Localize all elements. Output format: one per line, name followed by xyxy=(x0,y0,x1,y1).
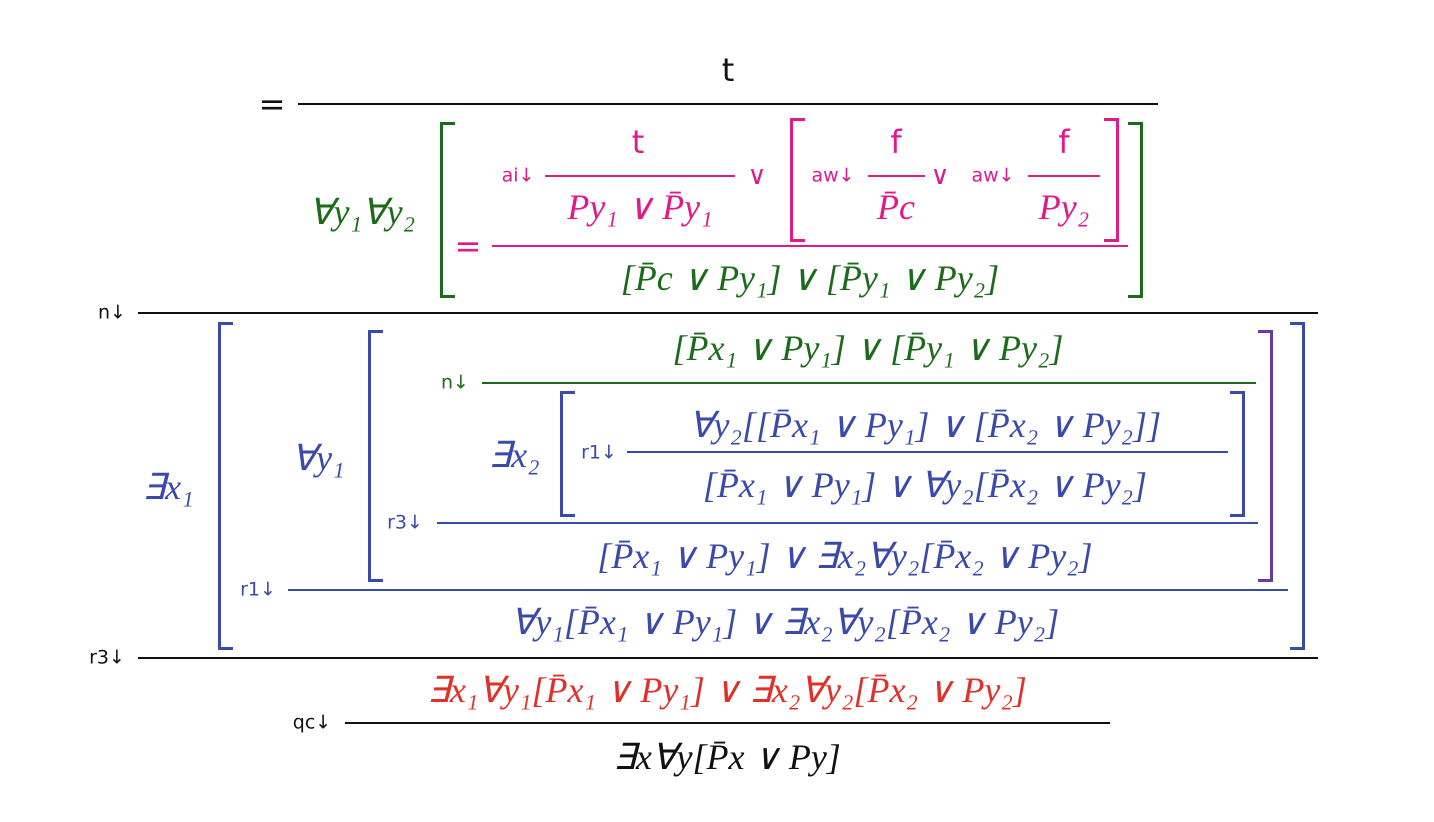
exists-x2: ∃x₂ xyxy=(488,435,540,475)
blue-bracket-left-2 xyxy=(368,330,383,582)
n-label-inner: n↓ xyxy=(441,371,469,394)
top-numerator: t xyxy=(721,51,735,89)
n-rule xyxy=(138,312,1318,314)
inner-rule xyxy=(492,245,1128,247)
r1-inner-rule xyxy=(627,451,1228,453)
magenta-bracket-left xyxy=(790,118,805,242)
r3-label: r3↓ xyxy=(89,646,125,669)
aw-label-2: aw↓ xyxy=(971,164,1015,187)
r1-inner-denominator: [P̄x₁ ∨ Py₁] ∨ ∀y₂[P̄x₂ ∨ Py₂] xyxy=(702,465,1148,505)
red-formula: ∃x₁∀y₁[P̄x₁ ∨ Py₁] ∨ ∃x₂∀y₂[P̄x₂ ∨ Py₂] xyxy=(427,670,1027,710)
ai-label: ai↓ xyxy=(501,164,535,187)
green-formula: [P̄x₁ ∨ Py₁] ∨ [P̄y₁ ∨ Py₂] xyxy=(672,328,1064,368)
inner-denominator: [P̄c ∨ Py₁] ∨ [P̄y₁ ∨ Py₂] xyxy=(620,258,1000,298)
ai-rule xyxy=(545,175,735,177)
r1-rule xyxy=(288,589,1288,591)
r1-inner-label: r1↓ xyxy=(581,441,617,464)
n-label: n↓ xyxy=(98,301,126,324)
aw2-numerator: f xyxy=(1058,123,1070,161)
green-bracket-right xyxy=(1128,122,1143,298)
r3-inner-denominator: [P̄x₁ ∨ Py₁] ∨ ∃x₂∀y₂[P̄x₂ ∨ Py₂] xyxy=(597,536,1093,576)
blue-bracket-left-3 xyxy=(560,391,575,517)
ai-numerator: t xyxy=(631,123,645,161)
qc-rule xyxy=(345,722,1110,724)
aw-label-1: aw↓ xyxy=(811,164,855,187)
aw1-rule xyxy=(868,175,925,177)
green-rule xyxy=(482,382,1256,384)
r3-inner-rule xyxy=(437,522,1258,524)
top-rule xyxy=(298,103,1158,105)
aw2-rule xyxy=(1028,175,1100,177)
or-symbol: ∨ xyxy=(747,161,767,190)
exists-x1: ∃x₁ xyxy=(142,467,194,507)
magenta-bracket-right xyxy=(1104,118,1119,242)
blue-bracket-right-2 xyxy=(1258,330,1273,582)
r3-inner-label: r3↓ xyxy=(387,511,423,534)
blue-bracket-right-3 xyxy=(1230,391,1245,517)
inner-equals: = xyxy=(454,227,482,265)
ai-denominator: Py₁ ∨ P̄y₁ xyxy=(567,187,713,227)
r1-denominator: ∀y₁[P̄x₁ ∨ Py₁] ∨ ∃x₂∀y₂[P̄x₂ ∨ Py₂] xyxy=(510,602,1060,642)
green-bracket-left xyxy=(440,122,455,298)
aw1-numerator: f xyxy=(890,123,902,161)
top-equals: = xyxy=(258,85,286,123)
blue-bracket-right xyxy=(1290,322,1305,650)
qc-label: qc↓ xyxy=(292,711,332,734)
conclusion: ∃x∀y[P̄x ∨ Py] xyxy=(613,737,841,777)
aw2-denominator: Py₂ xyxy=(1038,187,1090,227)
blue-bracket-left xyxy=(218,322,233,650)
or-symbol: ∨ xyxy=(930,161,950,190)
r1-label: r1↓ xyxy=(240,578,276,601)
aw1-denominator: P̄c xyxy=(877,187,915,227)
forall-y1-y2: ∀y₁∀y₂ xyxy=(308,192,416,232)
r1-inner-numerator: ∀y₂[[P̄x₁ ∨ Py₁] ∨ [P̄x₂ ∨ Py₂]] xyxy=(688,405,1162,445)
r3-rule xyxy=(138,657,1318,659)
forall-y1: ∀y₁ xyxy=(291,438,345,478)
